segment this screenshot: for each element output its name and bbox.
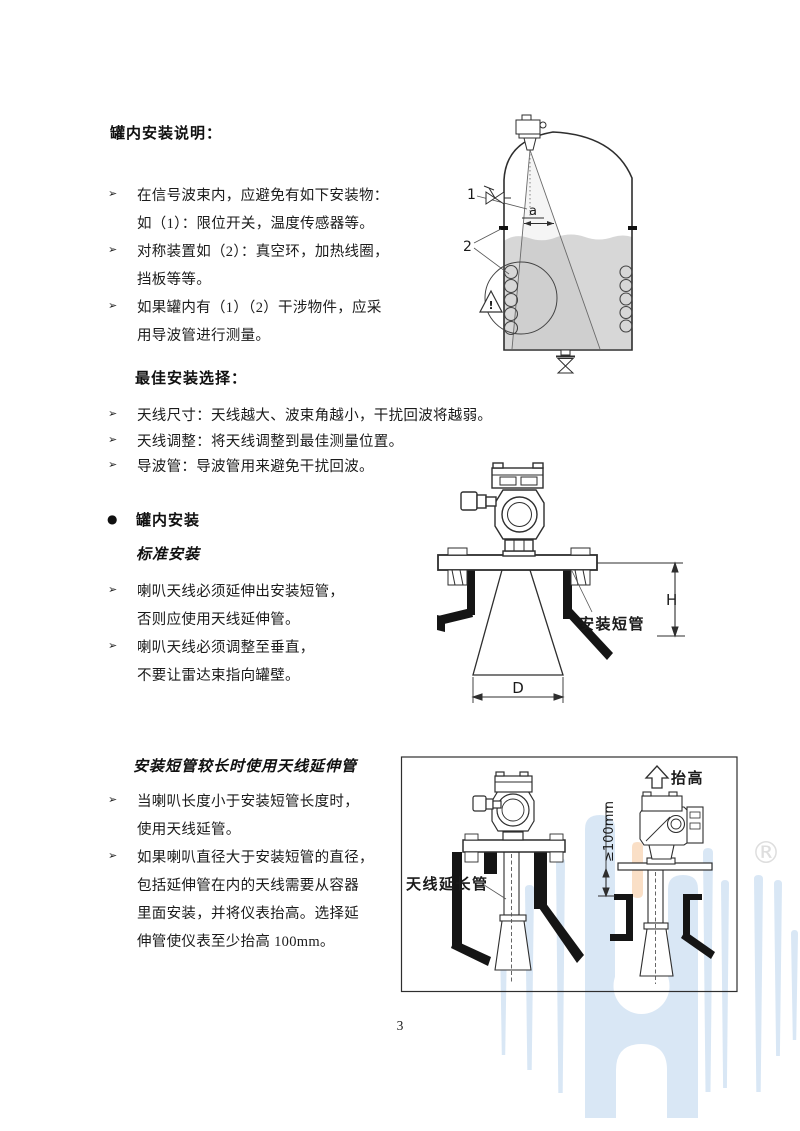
wall-tick-left [499,226,508,230]
watermark-notch-arch [616,1044,667,1118]
section4-title: 安装短管较长时使用天线延伸管 [133,757,358,775]
registered-trademark-icon: ® [751,836,781,871]
section4-line: 包括延伸管在内的天线需要从容器 [137,878,359,894]
left-mounting-flange [462,839,566,853]
section1-line: 在信号波束内，应避免有如下安装物： [137,188,389,204]
left-flange-bolts [464,833,564,863]
warning-triangle-icon [479,289,503,313]
min-raise-label: ≥100mm [602,801,617,862]
mounting-nozzle-label: 安装短管 [579,615,645,633]
horn-antenna [472,569,564,676]
radar-transmitter [515,114,547,151]
section1-line: 对称装置如（2）：真空环，加热线圈， [137,244,389,260]
right-antenna-extension-tube [639,869,674,977]
bullet-marker: ➢ [108,639,118,652]
left-roof-nozzle [451,852,584,966]
section3-line: 否则应使用天线延伸管。 [137,612,300,628]
section3-line: 不要让雷达束指向罐壁。 [137,668,300,684]
nozzle-height-label: H [666,591,677,609]
section1-line: 如果罐内有（1）（2）干涉物件，应采 [137,300,382,316]
section4-line: 里面安装，并将仪表抬高。选择延 [137,906,359,922]
section3-subtitle: 标准安装 [136,545,201,563]
standard-installation-diagram: H D 安装短管 [437,462,685,703]
section1-line: 用导波管进行测量。 [137,328,271,344]
left-antenna-extension-tube [494,851,532,971]
radar-beam-cone [512,150,600,349]
coil-highlight-circle [484,261,558,335]
section4-line: 如果喇叭直径大于安装短管的直径， [137,850,374,866]
horn-diameter-label: D [512,679,524,697]
raise-label: 抬高 [671,769,704,787]
section1-title: 罐内安装说明： [110,124,223,142]
section3-line: 喇叭天线必须延伸出安装短管， [137,584,345,600]
section2-line: 天线调整：将天线调整到最佳测量位置。 [137,434,404,450]
section1-line: 如（1）：限位开关，温度传感器等。 [137,216,375,232]
bullet-marker: ➢ [108,793,118,806]
bullet-marker: ➢ [108,407,118,420]
bullet-marker: ➢ [108,433,118,446]
warning-exclamation: ! [488,299,493,312]
section4-line: 伸管使仪表至少抬高 100mm。 [137,934,335,950]
page-number: 3 [396,1018,404,1033]
beam-width-label: a [529,204,537,219]
drain-valve-icon [556,349,575,374]
bullet-marker: ➢ [108,243,118,256]
diameter-dimension [471,677,565,703]
section3-title: 罐内安装 [136,511,201,529]
antenna-extension-tube-label: 天线延长管 [406,875,489,893]
bullet-marker: ➢ [108,849,118,862]
section3-line: 喇叭天线必须调整至垂直， [137,640,315,656]
bullet-marker: ➢ [108,187,118,200]
interference-item1-label: 1 [467,187,476,203]
section2-title: 最佳安装选择： [135,369,248,387]
tank-installation-diagram: a 1 2 ! [463,114,637,374]
right-transmitter-housing [639,791,704,865]
wall-tick-right [628,226,637,230]
section2-line: 天线尺寸：天线越大、波束角越小，干扰回波将越弱。 [137,408,493,424]
section3-bullet-dot: ● [107,512,118,526]
bullet-marker: ➢ [108,583,118,596]
section4-line: 使用天线延管。 [137,822,241,838]
diagram-border [400,756,738,993]
watermark-logo [500,815,798,1118]
tank-liquid [504,234,632,349]
raise-up-arrow-icon [644,765,670,789]
limit-switch-valve-icon [483,185,511,205]
section1-line: 挡板等等。 [137,272,211,288]
heating-coils-left [503,264,519,336]
height-dimension [597,561,685,638]
interference-item2-label: 2 [463,239,472,255]
tank-roof-nozzle [437,561,613,660]
left-transmitter-housing [472,771,535,841]
transmitter-housing [460,462,545,557]
heating-coils-right [619,265,633,333]
flange-bolts [447,547,591,586]
bullet-marker: ➢ [108,299,118,312]
tank-outline [503,131,633,351]
section2-line: 导波管：导波管用来避免干扰回波。 [137,459,374,475]
section4-line: 当喇叭长度小于安装短管长度时， [137,794,359,810]
extension-tube-diagram: 天线延长管 抬高 [400,756,738,993]
bullet-marker: ➢ [108,458,118,471]
right-roof-brackets [610,894,715,959]
min-raise-dimension [598,805,615,898]
mounting-flange [437,554,598,571]
